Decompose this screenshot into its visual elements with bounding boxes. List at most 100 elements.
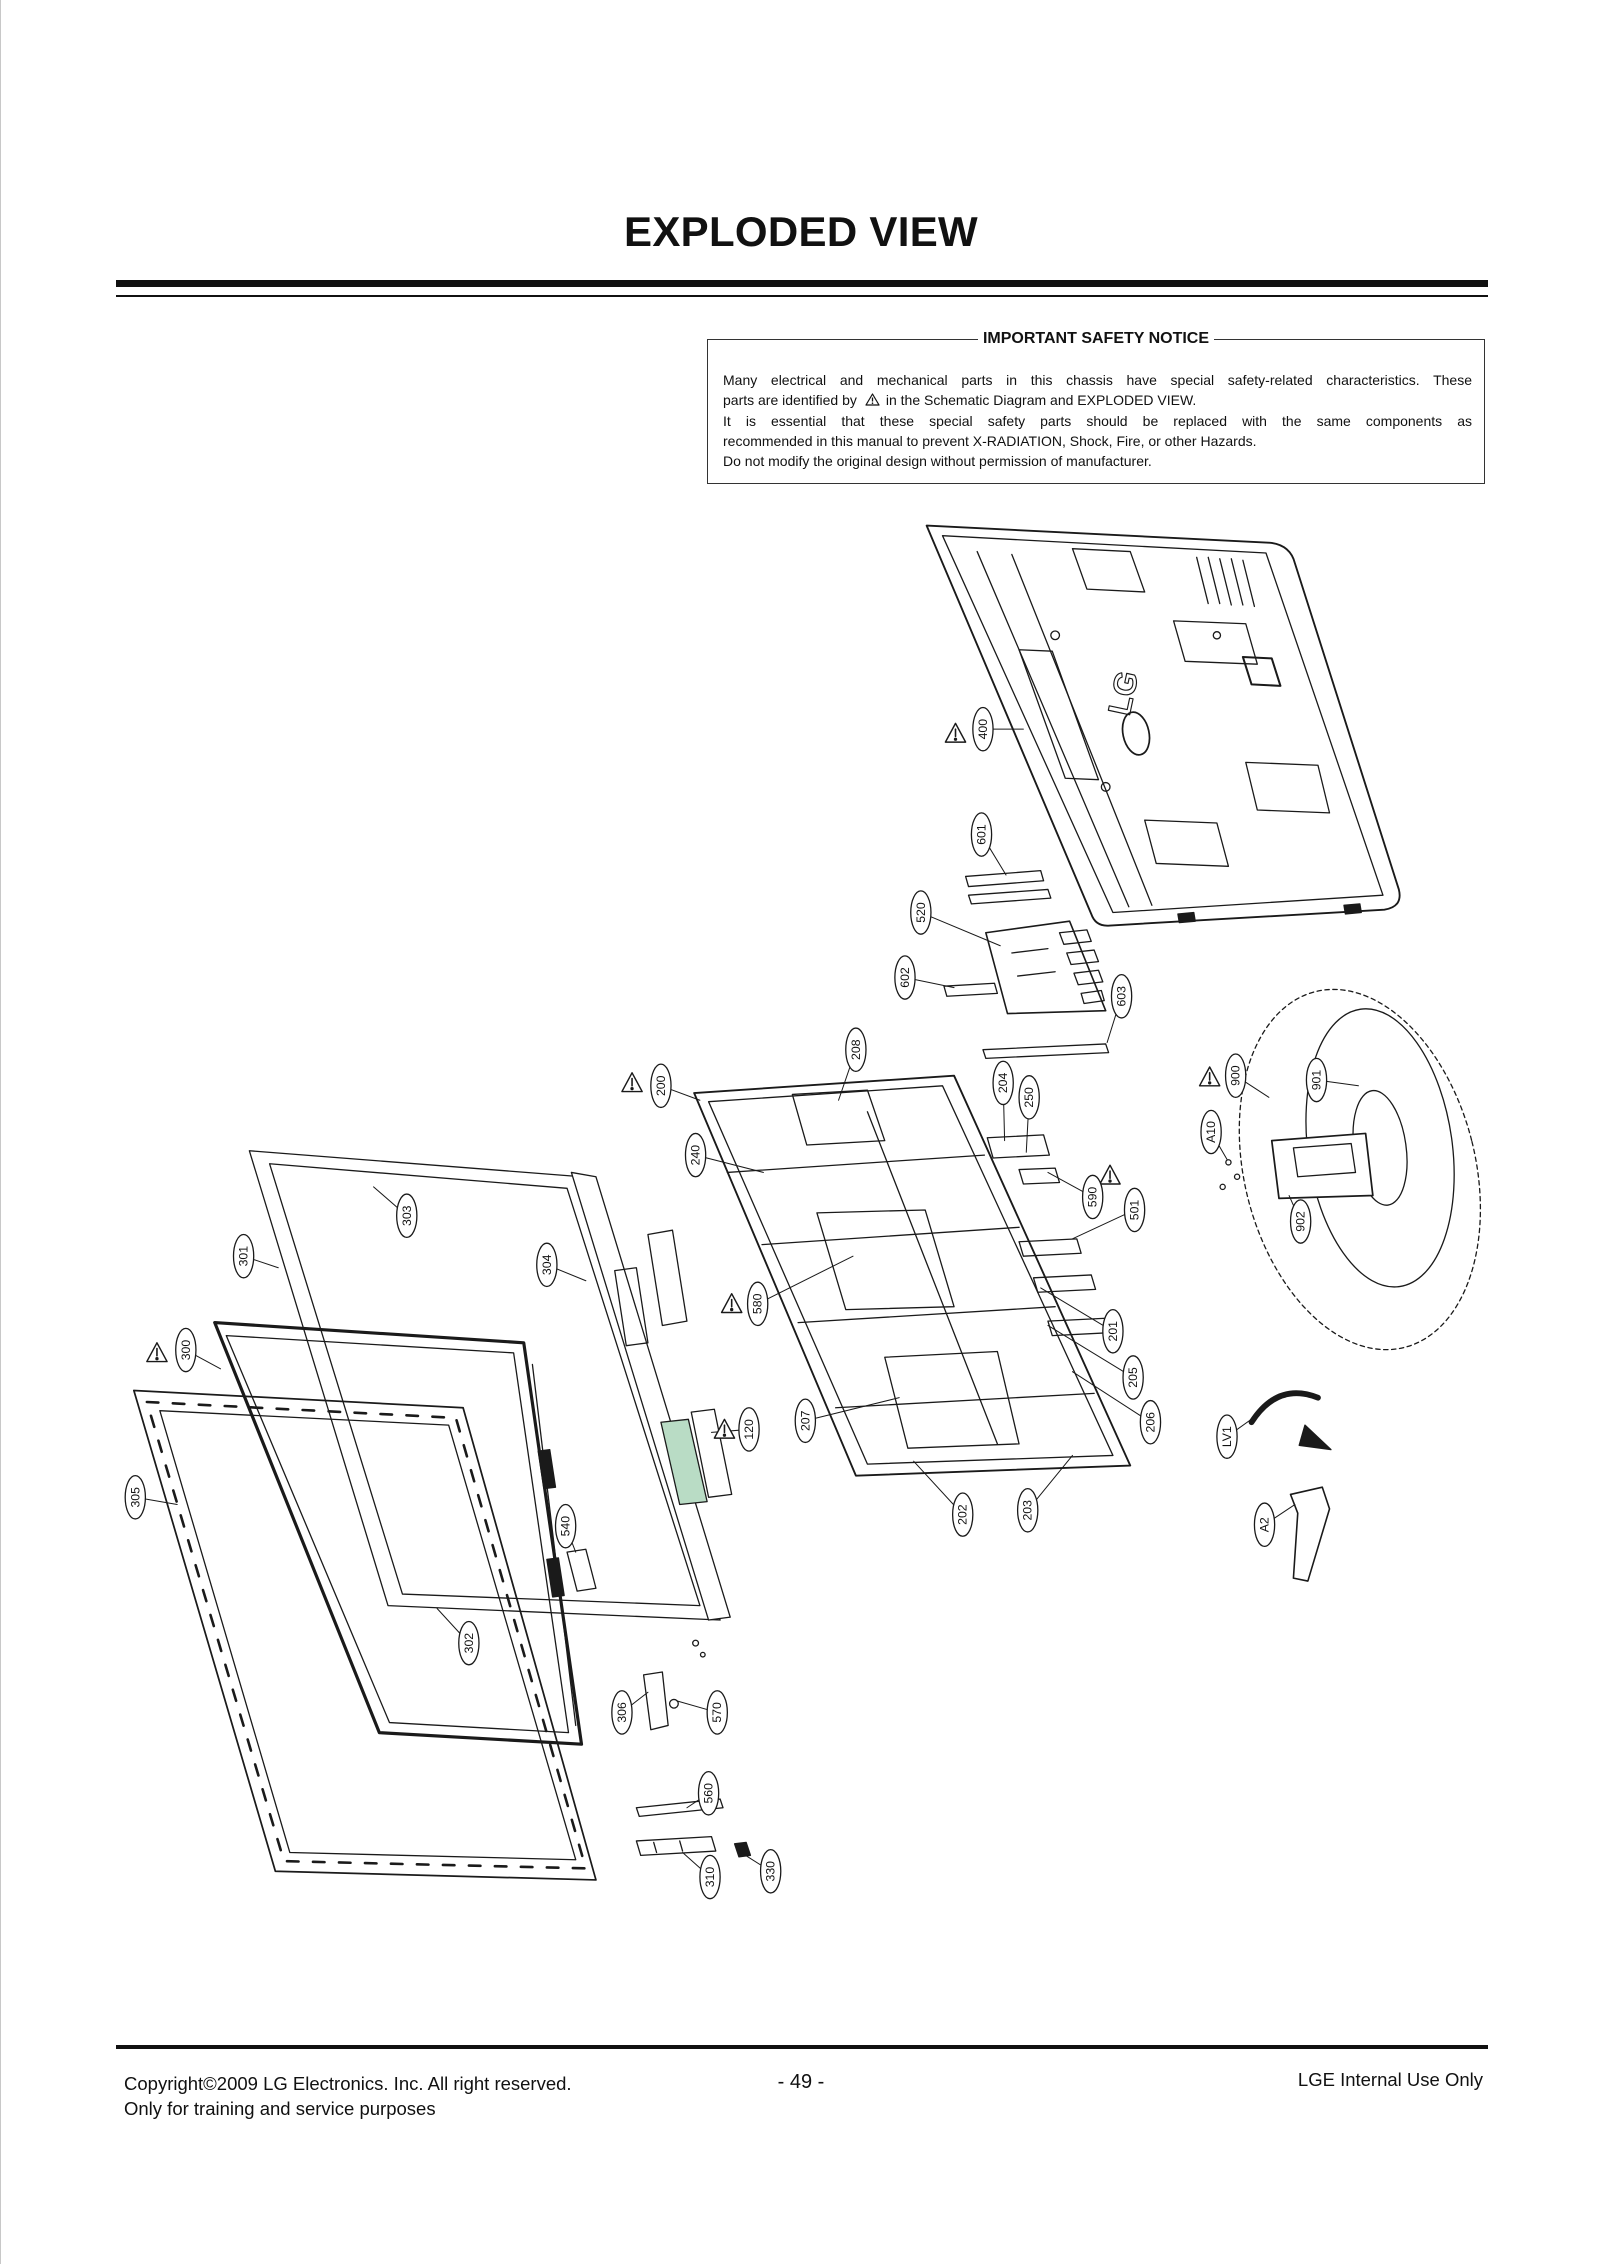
part-number: 300 xyxy=(179,1340,193,1361)
part-number: 302 xyxy=(462,1633,476,1654)
part-number: 330 xyxy=(764,1861,778,1882)
part-callout: 200 xyxy=(650,1063,672,1109)
safety-notice-title: IMPORTANT SAFETY NOTICE xyxy=(708,329,1484,349)
callout-oval xyxy=(396,1193,418,1239)
callout-oval xyxy=(684,1132,707,1178)
part-number: 601 xyxy=(975,824,989,845)
part-number: 590 xyxy=(1086,1187,1100,1208)
part-callout: 306 xyxy=(611,1690,633,1735)
page-title: EXPLODED VIEW xyxy=(624,208,978,255)
part-callout: 301 xyxy=(232,1233,255,1279)
footer-classification: LGE Internal Use Only xyxy=(1297,2069,1483,2090)
part-callout: 205 xyxy=(1122,1355,1144,1400)
part-number: 240 xyxy=(689,1145,703,1166)
part-callout: 240 xyxy=(684,1132,707,1178)
leader-line xyxy=(695,1154,764,1173)
main-chassis-frame xyxy=(693,1074,1132,1477)
callout-oval xyxy=(894,955,916,1000)
lcd-panel xyxy=(213,1321,584,1746)
part-callout: 300 xyxy=(175,1327,197,1373)
callout-oval xyxy=(175,1327,197,1373)
part-number: 306 xyxy=(615,1702,629,1723)
part-number: LV1 xyxy=(1220,1426,1234,1447)
callout-oval xyxy=(845,1027,867,1073)
part-callout: 570 xyxy=(706,1690,729,1735)
callout-oval xyxy=(232,1233,255,1279)
part-callout: 603 xyxy=(1110,973,1133,1019)
safety-notice-box: IMPORTANT SAFETY NOTICE Many electrical … xyxy=(707,330,1485,484)
footer-usage-note: Only for training and service purposes xyxy=(124,2098,436,2119)
callout-oval xyxy=(1102,1308,1124,1354)
part-number: 204 xyxy=(996,1073,1010,1094)
part-callout: 900 xyxy=(1224,1053,1247,1098)
part-number: 560 xyxy=(702,1783,716,1804)
front-bezel xyxy=(132,1389,597,1881)
part-callout: 901 xyxy=(1305,1057,1328,1103)
part-number: 540 xyxy=(559,1516,573,1537)
part-number: A10 xyxy=(1204,1121,1218,1143)
callout-oval xyxy=(611,1690,633,1735)
callout-oval xyxy=(1139,1399,1162,1445)
footer-rule xyxy=(116,2045,1488,2049)
warning-icon xyxy=(720,1292,743,1314)
callout-oval xyxy=(1305,1057,1328,1103)
callout-oval xyxy=(1289,1199,1312,1244)
warning-icon xyxy=(1198,1066,1221,1087)
part-callout: 120 xyxy=(738,1407,760,1452)
leader-line xyxy=(1047,1324,1134,1378)
part-number: 205 xyxy=(1126,1367,1140,1388)
part-callout: 520 xyxy=(910,890,932,935)
header-rule-thick xyxy=(116,280,1488,287)
part-number: 207 xyxy=(798,1410,812,1431)
part-number: 208 xyxy=(849,1039,863,1060)
callout-oval xyxy=(124,1474,147,1520)
callout-oval xyxy=(759,1848,782,1894)
callout-oval xyxy=(1123,1187,1146,1233)
part-number: 602 xyxy=(898,967,912,988)
part-number: 303 xyxy=(400,1205,414,1226)
part-number: 120 xyxy=(742,1419,756,1440)
callout-oval xyxy=(536,1242,558,1288)
part-callout: 560 xyxy=(697,1770,720,1816)
part-callout: 201 xyxy=(1102,1308,1124,1354)
part-callout: 902 xyxy=(1289,1199,1312,1244)
part-number: 902 xyxy=(1294,1211,1308,1232)
back-cover: LG xyxy=(925,524,1401,927)
callout-oval xyxy=(992,1060,1014,1106)
part-callout: 590 xyxy=(1081,1174,1104,1220)
part-callout: 580 xyxy=(746,1281,769,1327)
callout-oval xyxy=(1200,1109,1222,1155)
warning-icon xyxy=(944,722,967,743)
part-number: 201 xyxy=(1106,1321,1120,1342)
part-number: 900 xyxy=(1229,1065,1243,1086)
callout-oval xyxy=(1122,1355,1144,1400)
callout-oval xyxy=(1110,973,1133,1019)
part-callout: 250 xyxy=(1018,1075,1040,1120)
part-callout: 330 xyxy=(759,1848,782,1894)
callout-oval xyxy=(1253,1502,1276,1548)
callout-oval xyxy=(699,1854,721,1900)
part-number: 501 xyxy=(1128,1200,1142,1221)
callout-oval xyxy=(970,812,993,857)
notice-line: recommended in this manual to prevent X-… xyxy=(723,432,1257,449)
leader-line xyxy=(1071,1371,1151,1423)
warning-icon xyxy=(865,393,880,406)
header-rule-thin xyxy=(116,295,1488,297)
cover-a2 xyxy=(1289,1486,1331,1582)
part-number: A2 xyxy=(1258,1517,1272,1532)
callout-oval xyxy=(910,890,932,935)
part-number: 304 xyxy=(540,1254,554,1275)
part-number: 203 xyxy=(1021,1500,1035,1521)
leader-line xyxy=(757,1255,854,1305)
callout-oval xyxy=(1224,1053,1247,1098)
notice-line: Do not modify the original design withou… xyxy=(723,453,1152,470)
part-number: 250 xyxy=(1022,1087,1036,1108)
part-number: 305 xyxy=(128,1487,142,1508)
main-board xyxy=(985,920,1107,1015)
part-callout: 305 xyxy=(124,1474,147,1520)
stand-assembly xyxy=(1219,988,1482,1351)
part-number: 206 xyxy=(1143,1412,1157,1433)
warning-icon xyxy=(621,1072,643,1093)
